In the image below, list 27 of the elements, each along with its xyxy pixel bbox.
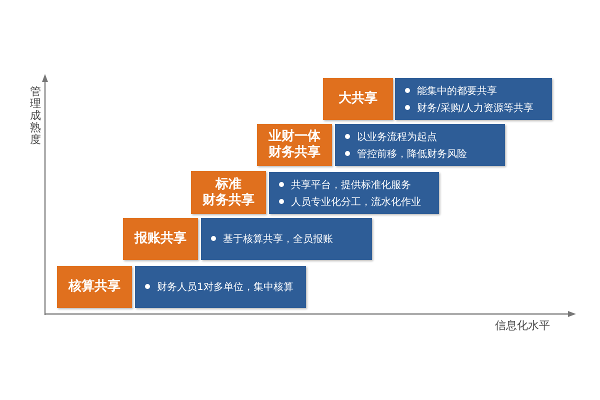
stage-title: 业财一体 (268, 129, 320, 144)
description-box (335, 124, 505, 166)
bullet-item: 管控前移，降低财务风险 (343, 146, 497, 160)
description-box (269, 172, 439, 214)
description-box (395, 78, 552, 120)
stage-title: 财务共享 (202, 192, 254, 208)
bullet-item: 财务/采购/人力资源等共享 (403, 100, 544, 114)
stage-box (191, 171, 266, 214)
stage-title: 标准 (216, 176, 242, 192)
stage-box (323, 78, 393, 120)
y-axis-label: 管理成熟度 (30, 86, 41, 146)
x-axis-label: 信息化水平 (495, 318, 550, 333)
stage-box (57, 266, 132, 308)
stage-title: 报账共享 (134, 231, 186, 247)
bullet-item: 能集中的都要共享 (403, 84, 544, 98)
stage-box (123, 218, 198, 260)
stage-title: 大共享 (338, 91, 378, 107)
bullet-item: 共享平台，提供标准化服务 (277, 178, 431, 192)
stage-title: 核算共享 (68, 279, 120, 295)
bullet-item: 基于核算共享，全员报账 (209, 232, 364, 246)
bullet-item: 人员专业化分工，流水化作业 (277, 194, 431, 208)
stage-title: 财务共享 (268, 145, 320, 161)
stage-box (257, 124, 332, 166)
bullet-item: 财务人员1对多单位，集中核算 (143, 280, 298, 294)
bullet-item: 以业务流程为起点 (343, 130, 497, 144)
description-box (135, 266, 306, 308)
description-box (201, 218, 372, 260)
